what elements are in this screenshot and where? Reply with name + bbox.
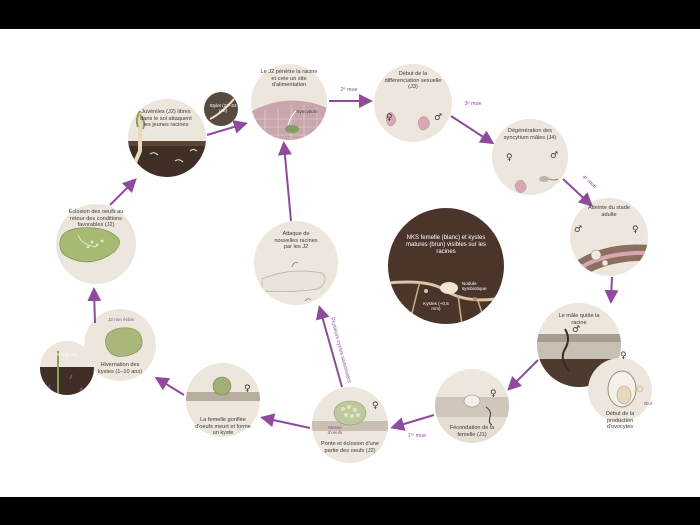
label-oeuf: Œuf: [643, 401, 653, 406]
label-hivernation: Hivernation des kystes (1–10 ans): [97, 362, 143, 375]
top-letterbox: [0, 0, 700, 29]
node-degeneration: [492, 119, 568, 195]
female-symbol: ♀: [506, 153, 513, 163]
male-symbol: ♂: [550, 151, 559, 161]
label-profondeur: 0–100 cm: [56, 352, 78, 357]
label-differenciation: Début de la différenciation sexuelle (J3…: [384, 71, 442, 91]
female-symbol: ♀: [372, 401, 379, 411]
arrow-ponte-attaque: [315, 305, 343, 388]
molt-1: 1ʳᵉ mue: [407, 433, 427, 439]
bottom-letterbox: [0, 497, 700, 525]
arrow-male-fecondation: [507, 359, 539, 391]
diagram-graphics: [40, 64, 652, 463]
arrow-kyste-hivernation: [154, 376, 185, 396]
label-fecondation: Fécondation de la femelle (J1): [449, 425, 495, 438]
label-juveniles: Juvéniles (J2) libres dans le sol attaqu…: [140, 109, 192, 129]
label-nodule: Nodule symbiotique: [462, 281, 487, 292]
label-degeneration: Dégénération des syncytium mâles (J4): [503, 128, 557, 141]
female-symbol: ♀: [490, 389, 497, 399]
label-attaque: Attaque de nouvelles racines par les J2: [274, 231, 318, 251]
lifecycle-diagram: Juvéniles (J2) libres dans le sol attaqu…: [0, 29, 700, 497]
label-stylet: Stylet (22–24 μm): [209, 103, 237, 114]
arrow-degeneration-adulte: [562, 178, 593, 207]
label-j2-non-eclos: J2 non éclos: [108, 317, 134, 322]
female-symbol: ♀: [632, 225, 639, 235]
center-title: NKS femelle (blanc) et kystes matures (b…: [405, 235, 487, 255]
male-symbol: ♂: [574, 225, 583, 235]
label-femelle-kyste: La femelle gonflée d'oeufs meurt et form…: [195, 417, 251, 437]
arrow-ponte-kyste: [260, 413, 311, 429]
label-ovocytes: Début de la production d'ovocytes: [605, 411, 635, 431]
arrow-differenciation-degeneration: [450, 115, 495, 145]
arrow-attaque-penetration: [277, 141, 292, 222]
label-adulte: Atteinte du stade adulte: [588, 205, 630, 218]
label-masse: Masse d'oeufs: [327, 425, 343, 436]
female-symbol: ♀: [386, 113, 393, 123]
arrow-juveniles-penetration: [206, 120, 248, 136]
female-symbol: ♀: [620, 351, 627, 361]
arrow-eclosion-juveniles: [109, 178, 137, 206]
label-male: Le mâle quitte la racine: [558, 313, 600, 326]
female-symbol: ♀: [244, 384, 251, 394]
arrow-adulte-male: [604, 276, 619, 304]
male-symbol: ♂: [572, 325, 581, 335]
arrow-hivernation-eclosion: [87, 287, 102, 324]
label-penetration: Le J2 pénètre la racine et crée un site …: [260, 69, 318, 89]
label-kystes-size: Kystes (~0,5 mm): [423, 301, 449, 312]
label-syncytium: Syncytium: [296, 109, 318, 114]
molt-2: 2ᵉ mue: [340, 87, 358, 93]
molt-3: 3ᵉ mue: [464, 101, 482, 107]
arrow-fecondation-ponte: [390, 414, 435, 431]
label-eclosion: Éclosion des oeufs au retour des conditi…: [68, 209, 124, 229]
label-ponte: Ponte et éclosion d'une partie des oeufs…: [321, 441, 379, 454]
male-symbol: ♂: [434, 113, 443, 123]
